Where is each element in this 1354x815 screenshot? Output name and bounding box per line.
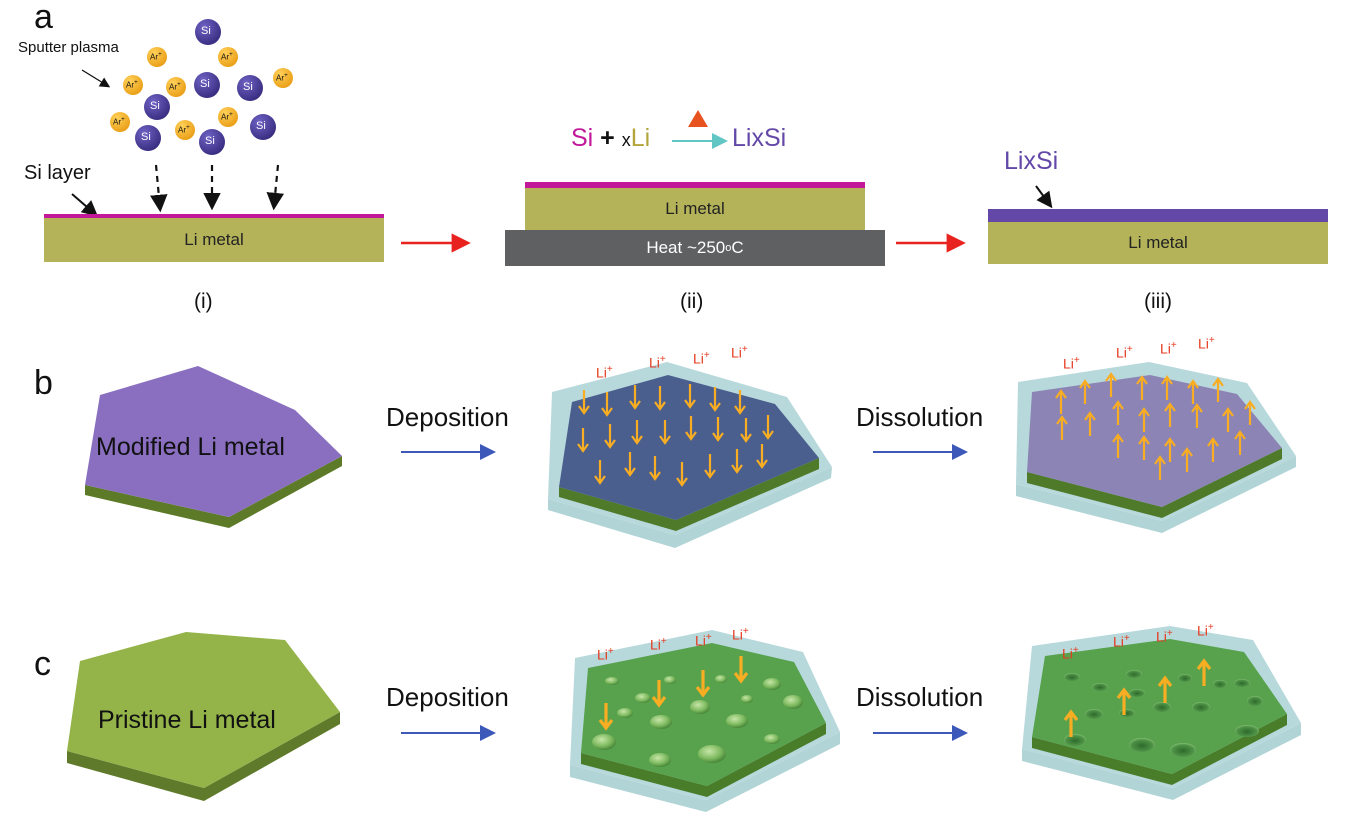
si-atom-label: Si: [150, 100, 160, 112]
argon-ion-label: Ar+: [113, 116, 125, 127]
li-flux-arrows-deposition: [577, 384, 774, 487]
li-ion-label: Li+: [1116, 344, 1133, 361]
lithium-bumps: [592, 675, 803, 767]
caption-ii: (ii): [680, 290, 704, 313]
li-metal-label-ii: Li metal: [665, 199, 725, 218]
li-flux-arrows-pristine-deposition: [598, 656, 749, 731]
lithium-pits: [1064, 670, 1263, 757]
argon-ion: [110, 112, 130, 132]
li-ion-label: Li+: [596, 364, 613, 381]
si-atom: [194, 72, 220, 98]
li-ion-label: Li+: [1063, 355, 1080, 372]
deposition-dashed-arrow: [150, 164, 168, 213]
si-layer-label: Si layer: [24, 162, 91, 184]
modified-li-metal-plate: [85, 366, 342, 528]
li-metal-label-iii: Li metal: [1128, 233, 1188, 252]
li-ion-label: Li+: [1160, 340, 1177, 357]
si-atom: [250, 114, 276, 140]
li-ion-label: Li+: [732, 626, 749, 643]
si-layer-pointer-arrow: [71, 193, 99, 217]
sputter-particles: [110, 19, 293, 155]
li-ion-label: Li+: [649, 354, 666, 371]
si-atom: [144, 94, 170, 120]
si-layer-ii: [525, 182, 865, 188]
si-atom: [195, 19, 221, 45]
si-atom: [199, 129, 225, 155]
pristine-li-metal-label: Pristine Li metal: [98, 706, 276, 734]
li-ion-label: Li+: [1113, 633, 1130, 650]
li-ion-label: Li+: [693, 350, 710, 367]
si-atom-label: Si: [256, 120, 266, 132]
dissolution-label-c: Dissolution: [856, 682, 984, 712]
lixsi-label: LixSi: [1004, 147, 1059, 175]
equation-plus: +: [593, 124, 622, 152]
caption-iii: (iii): [1144, 290, 1172, 313]
li-ion-label: Li+: [1156, 628, 1173, 645]
argon-ion: [147, 47, 167, 67]
heater-block: [505, 230, 885, 266]
equation-product: LixSi: [732, 124, 787, 152]
argon-ion: [218, 107, 238, 127]
argon-ion-label: Ar+: [276, 72, 288, 83]
li-ion-label: Li+: [1197, 622, 1214, 639]
li-metal-slab-ii: [525, 188, 865, 230]
caption-i: (i): [194, 290, 213, 313]
argon-ion-label: Ar+: [178, 124, 190, 135]
deposition-label-c: Deposition: [386, 682, 509, 712]
sputter-plasma-label: Sputter plasma: [18, 39, 119, 56]
argon-ion: [273, 68, 293, 88]
deposition-dashed-arrow: [266, 164, 285, 211]
li-flux-arrows-pristine-dissolution: [1063, 658, 1212, 737]
si-atom: [135, 125, 161, 151]
si-atom-label: Si: [243, 81, 253, 93]
argon-ion: [166, 77, 186, 97]
li-ion-label: Li+: [1198, 335, 1215, 352]
deposition-plate-pristine: [570, 630, 840, 812]
lixsi-pointer-arrow: [1035, 185, 1053, 209]
li-ion-label: Li+: [650, 636, 667, 653]
panel-label-a: a: [34, 0, 53, 36]
argon-ion-label: Ar+: [169, 81, 181, 92]
argon-ion-label: Ar+: [126, 79, 138, 90]
dissolution-plate-modified: [1016, 362, 1296, 533]
si-layer: [44, 214, 384, 218]
deposition-plate-modified: [548, 362, 832, 548]
si-atom: [237, 75, 263, 101]
li-flux-arrows-dissolution: [1055, 372, 1256, 480]
deposition-label-b: Deposition: [386, 402, 509, 432]
si-atom-label: Si: [141, 131, 151, 143]
argon-ion-label: Ar+: [221, 51, 233, 62]
panel-label-b: b: [34, 364, 53, 402]
li-ion-label: Li+: [695, 632, 712, 649]
si-atom-label: Si: [200, 78, 210, 90]
lixsi-layer: [988, 209, 1328, 222]
equation-li: Li: [630, 124, 651, 152]
panel-label-c: c: [34, 645, 51, 683]
li-metal-label-i: Li metal: [184, 230, 244, 249]
equation-si: Si: [571, 124, 594, 152]
dissolution-label-b: Dissolution: [856, 402, 984, 432]
li-metal-slab-i: [44, 218, 384, 262]
li-metal-slab-iii: [988, 222, 1328, 264]
argon-ion: [123, 75, 143, 95]
si-atom-label: Si: [201, 25, 211, 37]
argon-ion-label: Ar+: [150, 51, 162, 62]
si-atom-label: Si: [205, 135, 215, 147]
equation-x: x: [621, 130, 631, 150]
heat-triangle-icon: [688, 110, 708, 127]
sputter-pointer-arrow: [81, 69, 111, 88]
modified-li-metal-label: Modified Li metal: [96, 433, 285, 461]
reaction-equation: Si + xLi: [571, 124, 650, 153]
argon-ion: [175, 120, 195, 140]
argon-ion: [218, 47, 238, 67]
pristine-li-metal-plate: [67, 632, 340, 801]
li-ion-label: Li+: [597, 646, 614, 663]
li-ion-label: Li+: [1062, 645, 1079, 662]
li-ion-label: Li+: [731, 344, 748, 361]
argon-ion-label: Ar+: [221, 111, 233, 122]
